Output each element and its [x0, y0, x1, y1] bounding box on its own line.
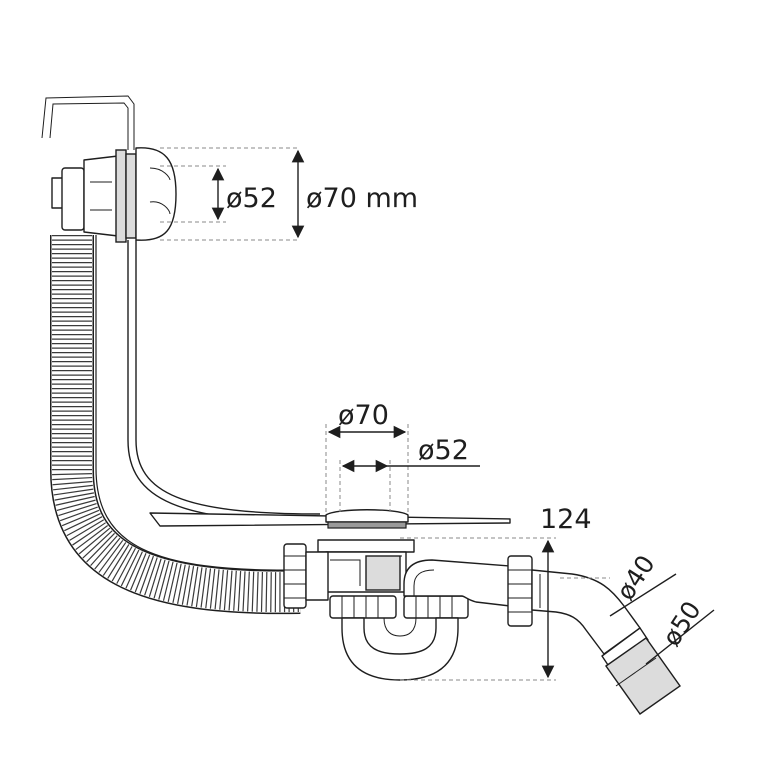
outlet-inner-dimension-line — [609, 573, 677, 617]
trap-height-label: 124 — [540, 504, 592, 535]
overflow-outer-diameter-label: ø70 mm — [306, 183, 418, 214]
bath-wall-profile — [41, 95, 135, 150]
overflow-body — [51, 149, 137, 243]
trap-height-dimension: 124 — [400, 504, 592, 681]
trap-nut-left — [329, 595, 397, 619]
trap-nut-right — [403, 595, 469, 619]
drain-dimension-guides: ø70 ø52 — [325, 400, 480, 512]
outlet-outer-dimension-line — [645, 609, 715, 665]
outlet-outer-diameter-label: ø50 — [657, 596, 707, 651]
outlet-inner-diameter-label: ø40 — [611, 550, 661, 605]
outlet-pipe-end — [601, 627, 681, 715]
drain-strainer — [325, 509, 409, 529]
hose-connector-nut — [283, 543, 329, 609]
overflow-cap — [135, 147, 177, 241]
drain-inner-diameter-label: ø52 — [418, 435, 469, 466]
drain-outer-diameter-label: ø70 — [338, 400, 389, 431]
drain-body — [317, 539, 415, 593]
outlet-union-nut — [507, 555, 533, 627]
u-trap — [341, 617, 459, 681]
overflow-inner-diameter-label: ø52 — [226, 183, 277, 214]
overflow-dimension-guides: ø52 ø70 mm — [160, 147, 418, 241]
corrugated-hose — [50, 235, 321, 615]
